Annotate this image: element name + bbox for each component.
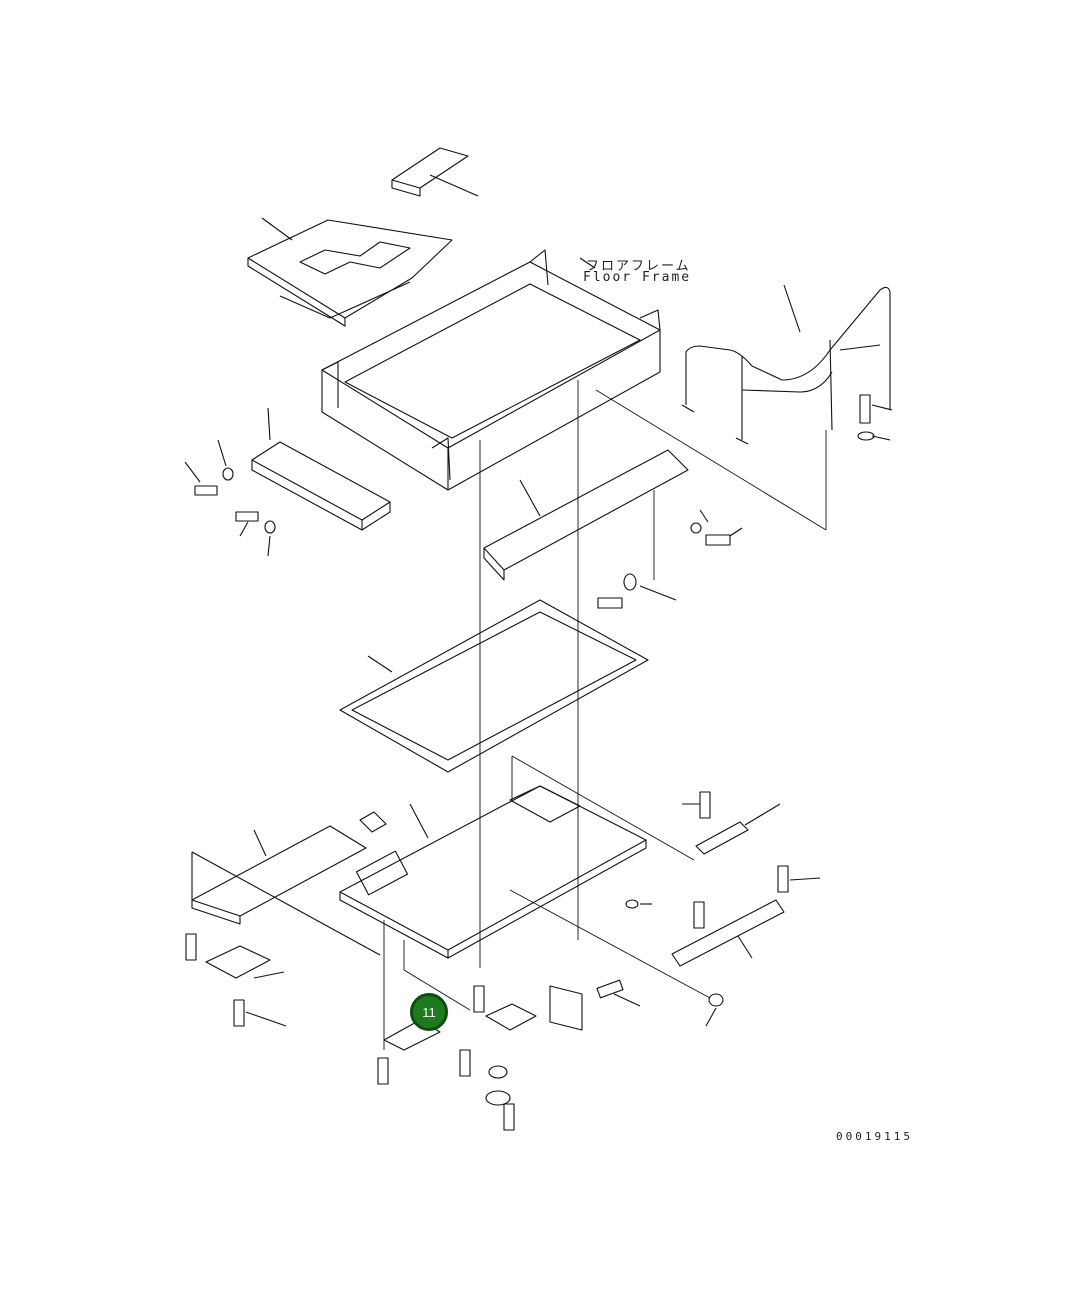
leader-lines — [383, 380, 827, 1050]
part-callout-11[interactable]: 11 — [410, 993, 448, 1031]
floor-mat — [247, 217, 453, 327]
right-cover — [483, 449, 743, 609]
lower-hardware — [185, 791, 821, 1131]
gasket — [339, 599, 649, 773]
left-cover — [184, 407, 391, 557]
top-plate — [391, 147, 479, 197]
handrail — [681, 284, 891, 445]
drawing-number: 00019115 — [836, 1130, 913, 1143]
rail-bolts — [857, 394, 893, 441]
floor-plate — [339, 785, 647, 959]
title-english: Floor Frame — [583, 270, 692, 285]
left-floor-panel — [191, 825, 381, 956]
floor-frame — [321, 249, 661, 491]
title-japanese: フロアフレーム — [586, 259, 691, 274]
